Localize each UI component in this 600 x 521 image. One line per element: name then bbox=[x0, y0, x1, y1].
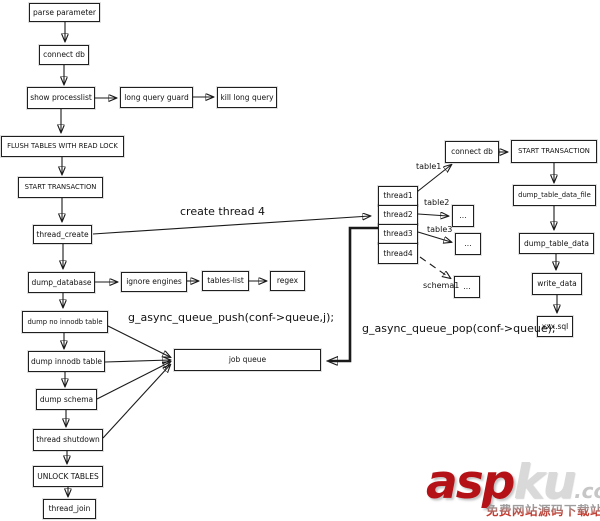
node-ellipsis-table2: ... bbox=[452, 205, 474, 227]
arrow-threads-to-queue bbox=[329, 226, 380, 361]
arrow-thread3-to-dots2 bbox=[417, 231, 451, 242]
node-ellipsis-schema1: ... bbox=[454, 276, 480, 298]
arrow-noinnodb-to-queue bbox=[107, 325, 170, 357]
label-table1: table1 bbox=[416, 162, 442, 171]
logo-tagline: 免费网站源码下载站! bbox=[486, 500, 600, 519]
logo-ku-text: ku bbox=[513, 455, 576, 510]
logo-com-text: .com bbox=[574, 479, 600, 503]
label-queue-pop: g_async_queue_pop(conf->queue); bbox=[362, 322, 556, 335]
node-dump-no-innodb: dump no innodb table bbox=[22, 311, 108, 333]
node-kill-long-query: kill long query bbox=[217, 87, 277, 108]
node-flush-tables: FLUSH TABLES WITH READ LOCK bbox=[1, 136, 124, 157]
node-write-data: write_data bbox=[532, 273, 582, 295]
label-schema1: schema1 bbox=[423, 281, 460, 290]
arrow-shutdown-to-queue bbox=[102, 365, 170, 439]
node-parse-parameter: parse parameter bbox=[29, 3, 100, 22]
logo-asp-text: asp bbox=[426, 455, 515, 510]
node-thread3: thread3 bbox=[378, 224, 418, 244]
node-unlock-tables: UNLOCK TABLES bbox=[33, 466, 103, 487]
node-dump-table-data: dump_table_data bbox=[519, 233, 594, 254]
node-show-processlist: show processlist bbox=[27, 87, 95, 109]
node-dump-innodb: dump innodb table bbox=[28, 351, 105, 372]
label-table2: table2 bbox=[424, 198, 450, 207]
node-start-transaction: START TRANSACTION bbox=[18, 177, 103, 198]
node-dump-database: dump_database bbox=[28, 272, 95, 293]
node-thread-join: thread_join bbox=[43, 499, 96, 519]
label-queue-push: g_async_queue_push(conf->queue,j); bbox=[128, 311, 335, 324]
node-xxx-sql: xxx.sql bbox=[537, 316, 573, 337]
node-connect-db-worker: connect db bbox=[445, 141, 499, 163]
label-create-thread4: create thread 4 bbox=[180, 205, 265, 218]
node-long-query-guard: long query guard bbox=[120, 87, 193, 108]
arrow-innodb-to-queue bbox=[104, 360, 170, 362]
node-regex: regex bbox=[270, 271, 305, 291]
node-dump-table-data-file: dump_table_data_file bbox=[513, 185, 596, 206]
node-thread1: thread1 bbox=[378, 186, 418, 206]
aspku-logo: aspku.com bbox=[426, 455, 600, 510]
node-thread2: thread2 bbox=[378, 205, 418, 225]
arrow-schema-to-queue bbox=[96, 362, 170, 400]
node-thread-shutdown: thread shutdown bbox=[33, 429, 103, 451]
arrow-create-thread4 bbox=[92, 216, 370, 235]
node-ignore-engines: ignore engines bbox=[121, 272, 187, 292]
node-dump-schema: dump schema bbox=[36, 389, 97, 410]
node-tables-list: tables-list bbox=[202, 271, 249, 291]
arrow-thread1-to-connect bbox=[412, 165, 451, 196]
node-job-queue: job queue bbox=[174, 349, 321, 371]
label-table3: table3 bbox=[427, 225, 453, 234]
node-thread4: thread4 bbox=[378, 243, 418, 264]
arrow-thread4-to-dots3 bbox=[419, 256, 450, 278]
node-connect-db: connect db bbox=[39, 45, 89, 65]
node-ellipsis-table3: ... bbox=[455, 233, 481, 255]
arrow-thread2-to-dots1 bbox=[417, 214, 448, 216]
node-start-transaction-worker: START TRANSACTION bbox=[511, 140, 597, 163]
aspku-watermark: aspku.com 免费网站源码下载站! bbox=[426, 455, 600, 521]
node-thread-create: thread_create bbox=[33, 225, 92, 244]
